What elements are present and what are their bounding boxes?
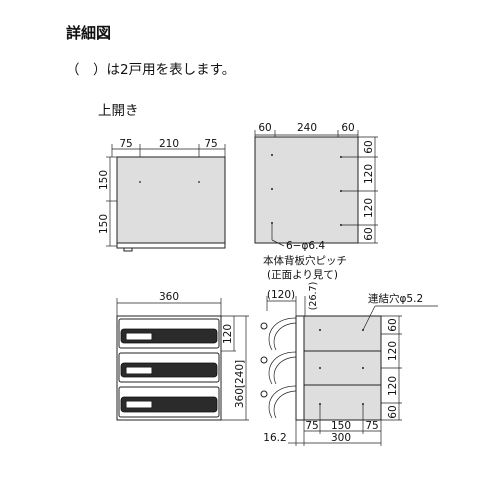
back-hole xyxy=(271,188,273,190)
front-top-dim-75-right: 75 xyxy=(204,138,217,150)
view-label-top-open: 上開き xyxy=(98,103,139,119)
back-hole xyxy=(271,154,273,156)
lid-swing-arc xyxy=(273,390,297,419)
lid-swing-arc xyxy=(268,385,297,419)
hinge-symbol xyxy=(260,356,268,364)
total-height-dim: 360[240] xyxy=(234,360,246,408)
lid-swing-arc xyxy=(273,322,297,351)
hole-leader xyxy=(271,239,285,247)
unit-2-name-plate xyxy=(125,366,153,375)
dim-26-7-paren: (26.7) xyxy=(308,282,319,311)
stack-side-view: (120) (26.7) 連結穴φ5.2 60 1 xyxy=(260,282,438,446)
back-top-dim-240: 240 xyxy=(297,122,317,134)
screw-hole-label: 連結穴φ5.2 xyxy=(368,292,423,305)
lid-swing-arc xyxy=(268,351,297,385)
unit-height-dim: 120 xyxy=(222,324,234,344)
lid-swing-arc xyxy=(268,317,297,351)
lid-swing-arc xyxy=(273,356,297,385)
front-top-dim-75-left: 75 xyxy=(119,138,132,150)
front-bottom-rail xyxy=(116,242,226,249)
side-offset-dim: 16.2 xyxy=(263,432,286,444)
front-hole-mark xyxy=(198,181,200,183)
back-side-dim-60-top: 60 xyxy=(363,140,375,153)
back-view: 60 240 60 60 120 120 60 6−φ6.4 本体背板穴ピッチ … xyxy=(254,122,378,281)
back-side-dim-120-lower: 120 xyxy=(363,198,375,218)
stack-front-view: 360 120 360[240] xyxy=(116,291,249,421)
front-hole-mark xyxy=(139,181,141,183)
side-right-dim-120-upper: 120 xyxy=(387,341,399,361)
back-panel xyxy=(254,136,359,244)
front-view: 75 210 75 150 150 xyxy=(98,138,226,252)
back-hole xyxy=(340,156,342,158)
link-hole xyxy=(362,367,364,369)
front-side-dim-150-bottom: 150 xyxy=(98,214,110,234)
side-right-dim-120-lower: 120 xyxy=(387,376,399,396)
hole-caption-line2: (正面より見て) xyxy=(267,269,338,281)
back-hole xyxy=(340,190,342,192)
side-right-dim-60-bottom: 60 xyxy=(387,405,399,418)
front-side-dim-150-top: 150 xyxy=(98,170,110,190)
back-side-dim-60-bottom: 60 xyxy=(363,227,375,240)
link-hole xyxy=(319,367,321,369)
stack-width-dim: 360 xyxy=(159,291,179,303)
dim-120-paren: (120) xyxy=(267,289,295,301)
two-unit-note: （ ）は2戸用を表します。 xyxy=(66,62,236,78)
side-right-dim-60-top: 60 xyxy=(387,318,399,331)
unit-1-name-plate xyxy=(125,332,153,341)
side-depth-dim: 300 xyxy=(331,432,351,444)
hinge-symbol xyxy=(260,390,268,398)
link-hole xyxy=(319,329,321,331)
front-door-panel xyxy=(116,156,226,247)
side-body-panel xyxy=(303,315,382,421)
screw-leader xyxy=(362,305,376,331)
front-foot xyxy=(123,247,133,252)
back-side-dim-120-upper: 120 xyxy=(363,164,375,184)
hole-caption-line1: 本体背板穴ピッチ xyxy=(263,254,347,267)
back-top-dim-60-left: 60 xyxy=(258,122,271,134)
hole-spec: 6−φ6.4 xyxy=(286,240,325,252)
back-top-dim-60-right: 60 xyxy=(341,122,354,134)
hinge-symbol xyxy=(260,322,268,330)
page-title: 詳細図 xyxy=(66,24,112,42)
side-bottom-dim-150: 150 xyxy=(331,420,351,432)
side-door-edge xyxy=(295,315,305,421)
side-bottom-dim-75-left: 75 xyxy=(305,420,318,432)
front-top-dim-210: 210 xyxy=(159,138,179,150)
unit-3-name-plate xyxy=(125,400,153,409)
back-hole xyxy=(340,224,342,226)
side-bottom-dim-75-right: 75 xyxy=(365,420,378,432)
